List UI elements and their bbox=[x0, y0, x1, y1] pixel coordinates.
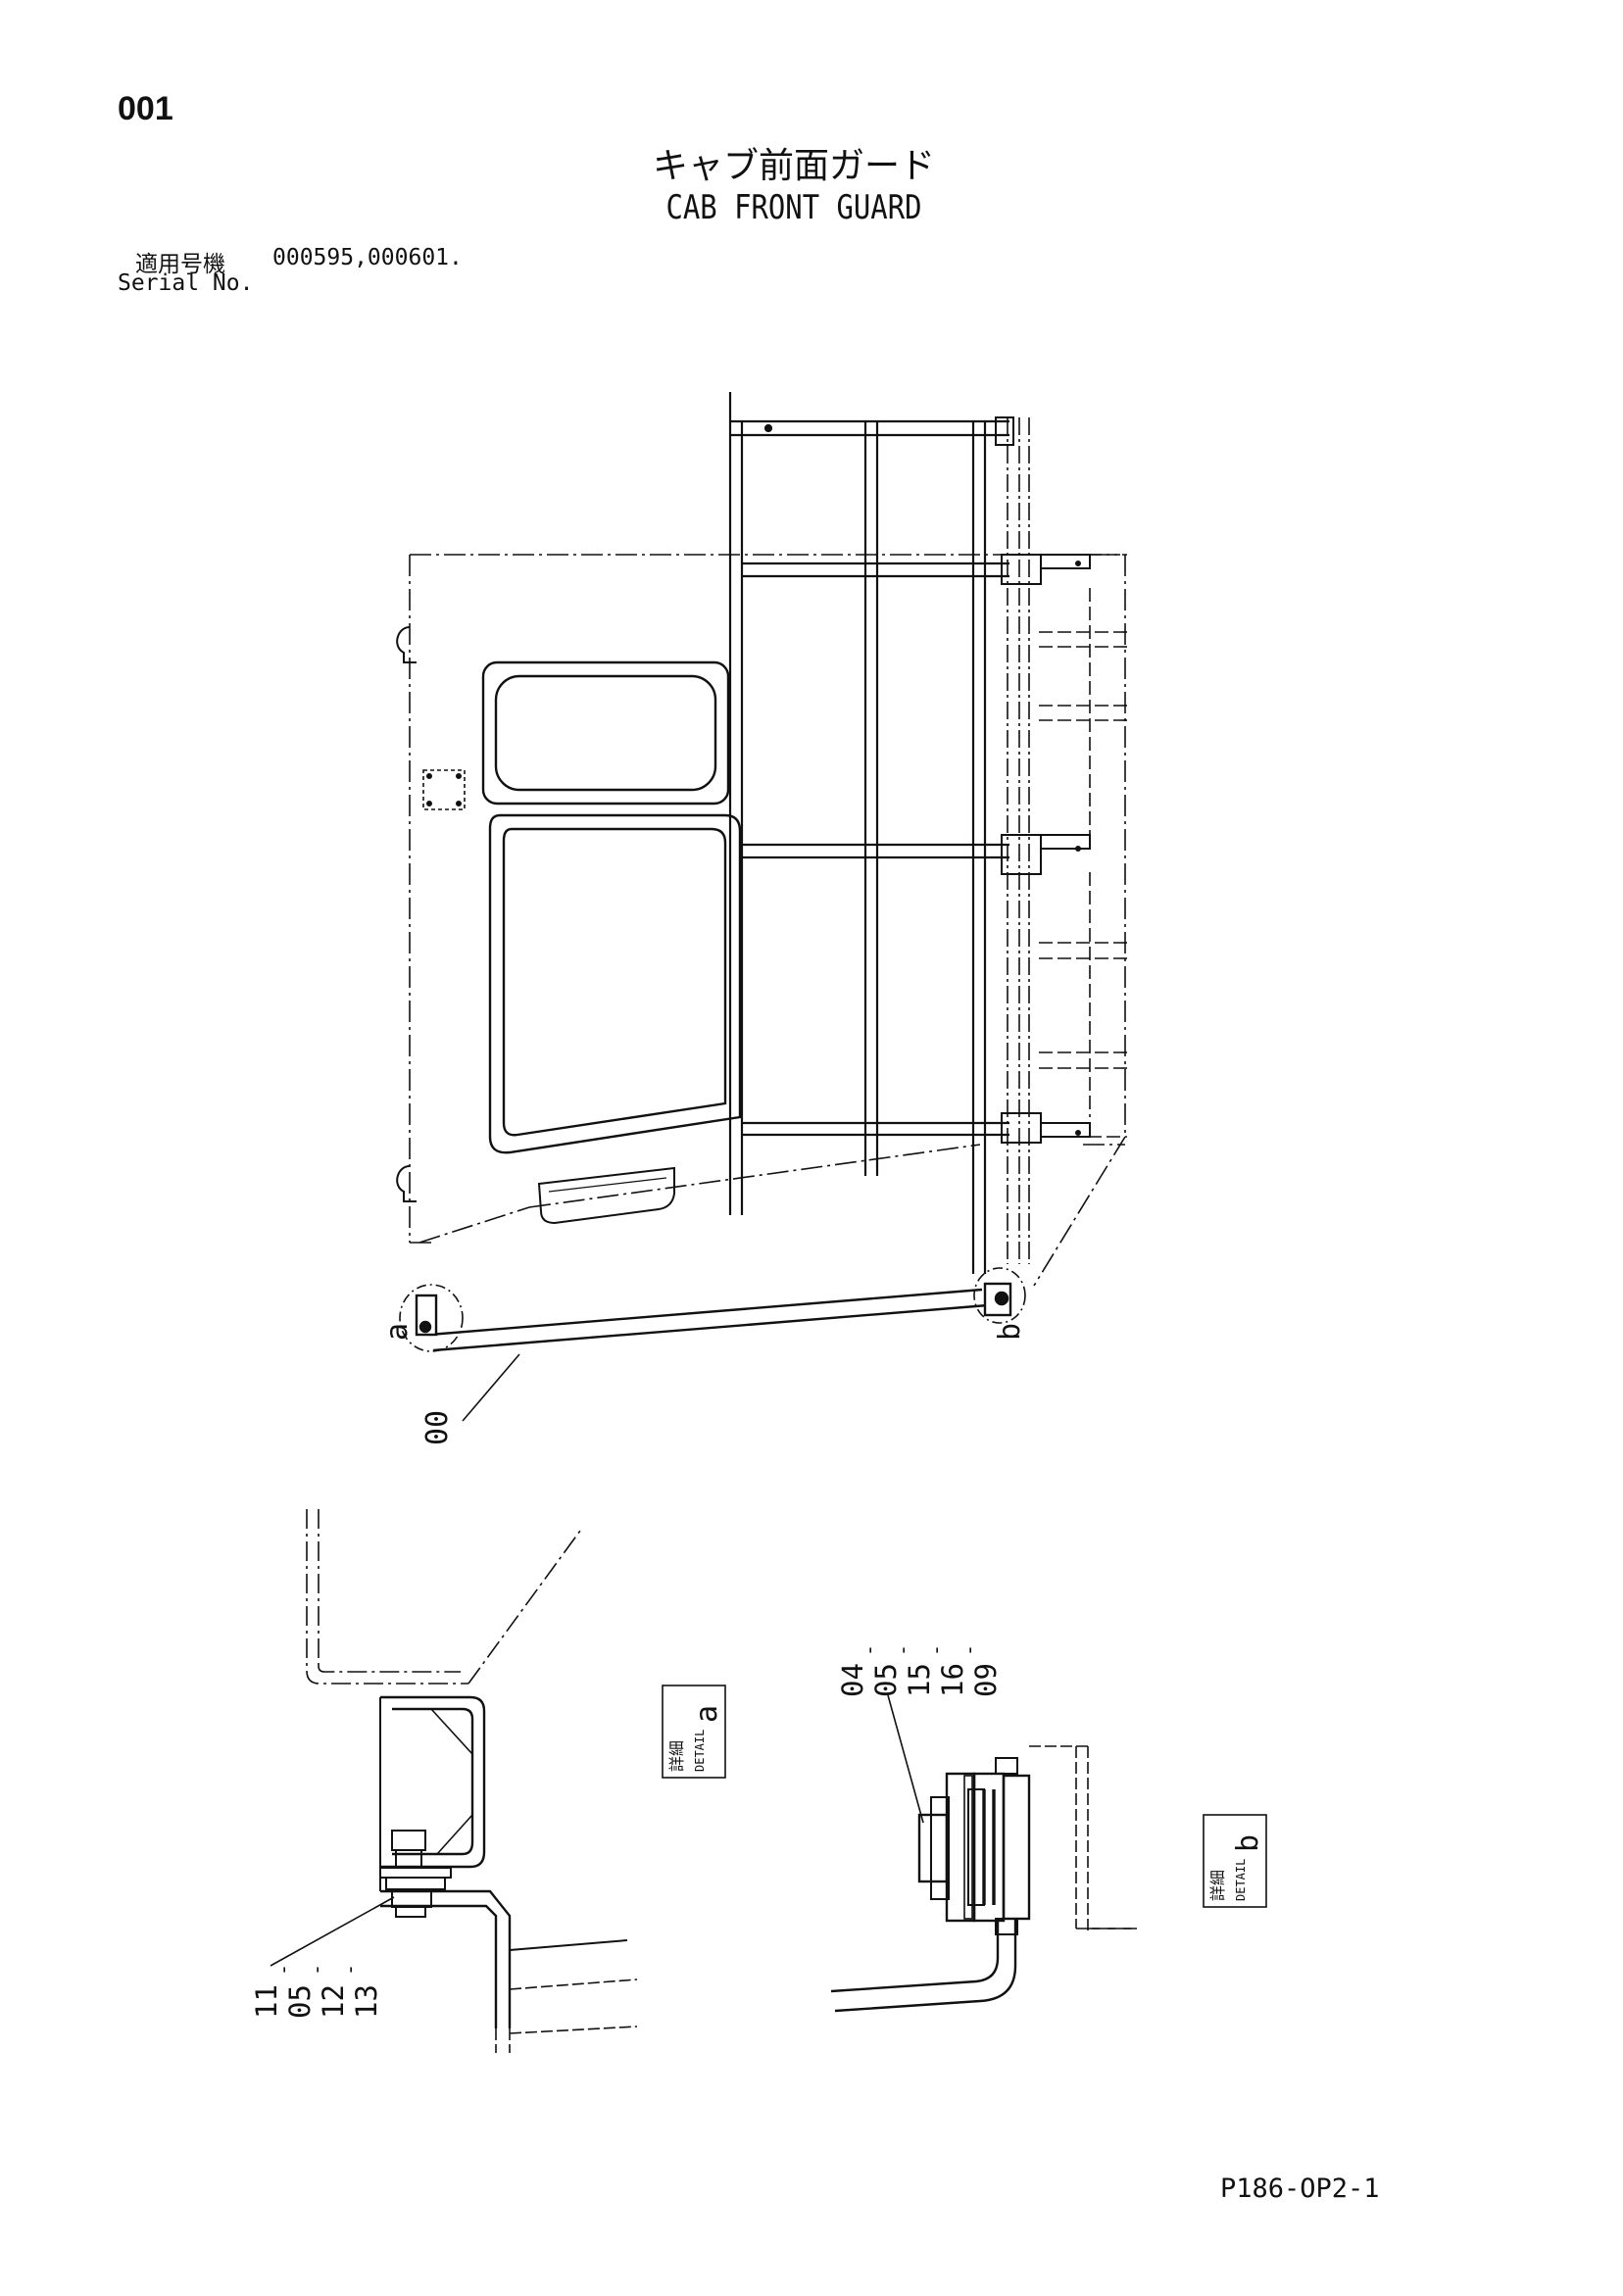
detail-b-label-en: DETAIL bbox=[1234, 1859, 1248, 1901]
callout-b-05: 05 bbox=[869, 1663, 903, 1697]
detail-a-letter: a bbox=[690, 1705, 724, 1723]
detail-b-drawing bbox=[830, 1694, 1137, 2013]
leader-detail-b bbox=[887, 1694, 924, 1824]
cab-side-reference bbox=[1039, 554, 1127, 1138]
detail-a-label-box bbox=[662, 1685, 726, 1779]
detail-circle-a bbox=[399, 1284, 464, 1352]
callout-b-09: 09 bbox=[969, 1663, 1003, 1697]
callout-b-04: 04 bbox=[836, 1663, 869, 1697]
serial-numbers: 000595,000601. bbox=[272, 245, 463, 270]
cab-hook-lower bbox=[396, 1165, 417, 1202]
lower-window-glass bbox=[502, 827, 727, 1137]
detail-a-callouts: 11 - 05 - 12 - 13 bbox=[250, 1964, 383, 2019]
upper-window-frame bbox=[481, 660, 730, 806]
callout-b-sep-4: - bbox=[958, 1644, 981, 1656]
part-callout-00: 00 bbox=[420, 1410, 455, 1445]
detail-marker-a: a bbox=[380, 1323, 415, 1341]
main-view-labels: 00 a b bbox=[380, 1323, 1027, 1445]
callout-a-05: 05 bbox=[283, 1984, 317, 2019]
detail-marker-b: b bbox=[993, 1323, 1027, 1341]
guard-frame bbox=[728, 392, 1009, 1274]
detail-b-label-box bbox=[1203, 1814, 1267, 1908]
drawing-code: P186-OP2-1 bbox=[1220, 2174, 1380, 2204]
callout-b-sep-3: - bbox=[924, 1644, 948, 1656]
detail-b-label-jp: 詳細 bbox=[1208, 1870, 1227, 1901]
upper-window-glass bbox=[494, 674, 717, 792]
detail-b-callouts: 04 - 05 - 15 - 16 - 09 bbox=[836, 1644, 1003, 1697]
leader-00 bbox=[462, 1353, 520, 1422]
detail-a-drawing bbox=[270, 1509, 638, 2053]
callout-a-sep-3: - bbox=[338, 1964, 362, 1976]
callout-a-12: 12 bbox=[317, 1984, 350, 2019]
callout-a-13: 13 bbox=[350, 1984, 383, 2019]
detail-b-label: 詳細 DETAIL b bbox=[1208, 1834, 1265, 1901]
cab-outline bbox=[409, 554, 1126, 1287]
guard-mount-column bbox=[1007, 417, 1030, 1264]
callout-b-15: 15 bbox=[903, 1663, 936, 1697]
detail-a-label-jp: 詳細 bbox=[667, 1740, 686, 1772]
callout-b-sep-2: - bbox=[891, 1644, 914, 1656]
callout-b-16: 16 bbox=[936, 1663, 969, 1697]
title-english: CAB FRONT GUARD bbox=[665, 188, 922, 227]
title-japanese: キャブ前面ガード bbox=[652, 146, 935, 186]
callout-b-sep-1: - bbox=[858, 1644, 881, 1656]
mounting-plate bbox=[422, 769, 466, 810]
detail-b-letter: b bbox=[1231, 1834, 1265, 1852]
callout-a-11: 11 bbox=[250, 1984, 283, 2019]
detail-circle-b bbox=[973, 1267, 1026, 1324]
cab-hook-upper bbox=[396, 626, 417, 663]
lower-window-frame bbox=[488, 813, 742, 1154]
leader-detail-a bbox=[270, 1896, 395, 1967]
door-step bbox=[537, 1166, 675, 1225]
front-guard-bar bbox=[415, 1282, 1012, 1352]
callout-a-sep-2: - bbox=[305, 1964, 328, 1976]
detail-a-label: 詳細 DETAIL a bbox=[667, 1705, 724, 1772]
callout-a-sep-1: - bbox=[271, 1964, 295, 1976]
page-number: 001 bbox=[118, 90, 173, 127]
guard-brackets bbox=[995, 416, 1091, 1144]
serial-label-english: Serial No. bbox=[118, 270, 254, 296]
serial-label-japanese: 適用号機 bbox=[135, 252, 225, 277]
detail-a-label-en: DETAIL bbox=[693, 1730, 707, 1772]
